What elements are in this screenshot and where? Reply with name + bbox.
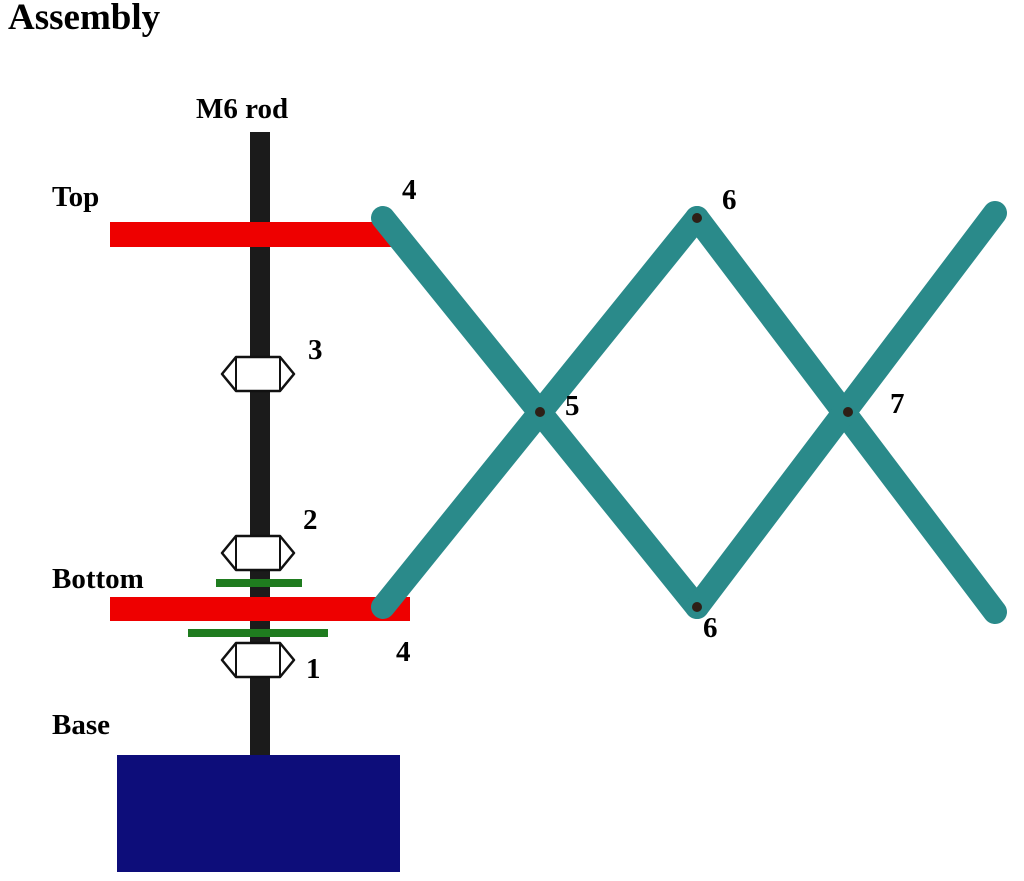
- part-number-3: 3: [308, 334, 323, 366]
- bottom-platform-bar: [110, 597, 410, 621]
- page-title: Assembly: [8, 0, 161, 38]
- hex-nut-2: [220, 534, 296, 572]
- hex-nut-1: [220, 641, 296, 679]
- pivot-joint-7: [843, 407, 853, 417]
- part-number-2: 2: [303, 504, 318, 536]
- pivot-joint-6-bottom: [692, 602, 702, 612]
- part-number-7: 7: [890, 388, 905, 420]
- part-number-1: 1: [306, 653, 321, 685]
- base-label: Base: [52, 709, 110, 741]
- bottom-label: Bottom: [52, 563, 144, 595]
- rod-label: M6 rod: [196, 93, 289, 125]
- upper-washer: [216, 579, 302, 587]
- lower-washer: [188, 629, 328, 637]
- part-number-4-bottom: 4: [396, 636, 411, 668]
- base-block: [117, 755, 400, 872]
- hex-nut-3: [220, 355, 296, 393]
- top-platform-bar: [110, 222, 402, 247]
- part-number-6-bottom: 6: [703, 612, 718, 644]
- pivot-joint-5: [535, 407, 545, 417]
- part-number-4-top: 4: [402, 174, 417, 206]
- part-number-6-top: 6: [722, 184, 737, 216]
- pivot-joint-6-top: [692, 213, 702, 223]
- part-number-5: 5: [565, 390, 580, 422]
- top-label: Top: [52, 181, 100, 213]
